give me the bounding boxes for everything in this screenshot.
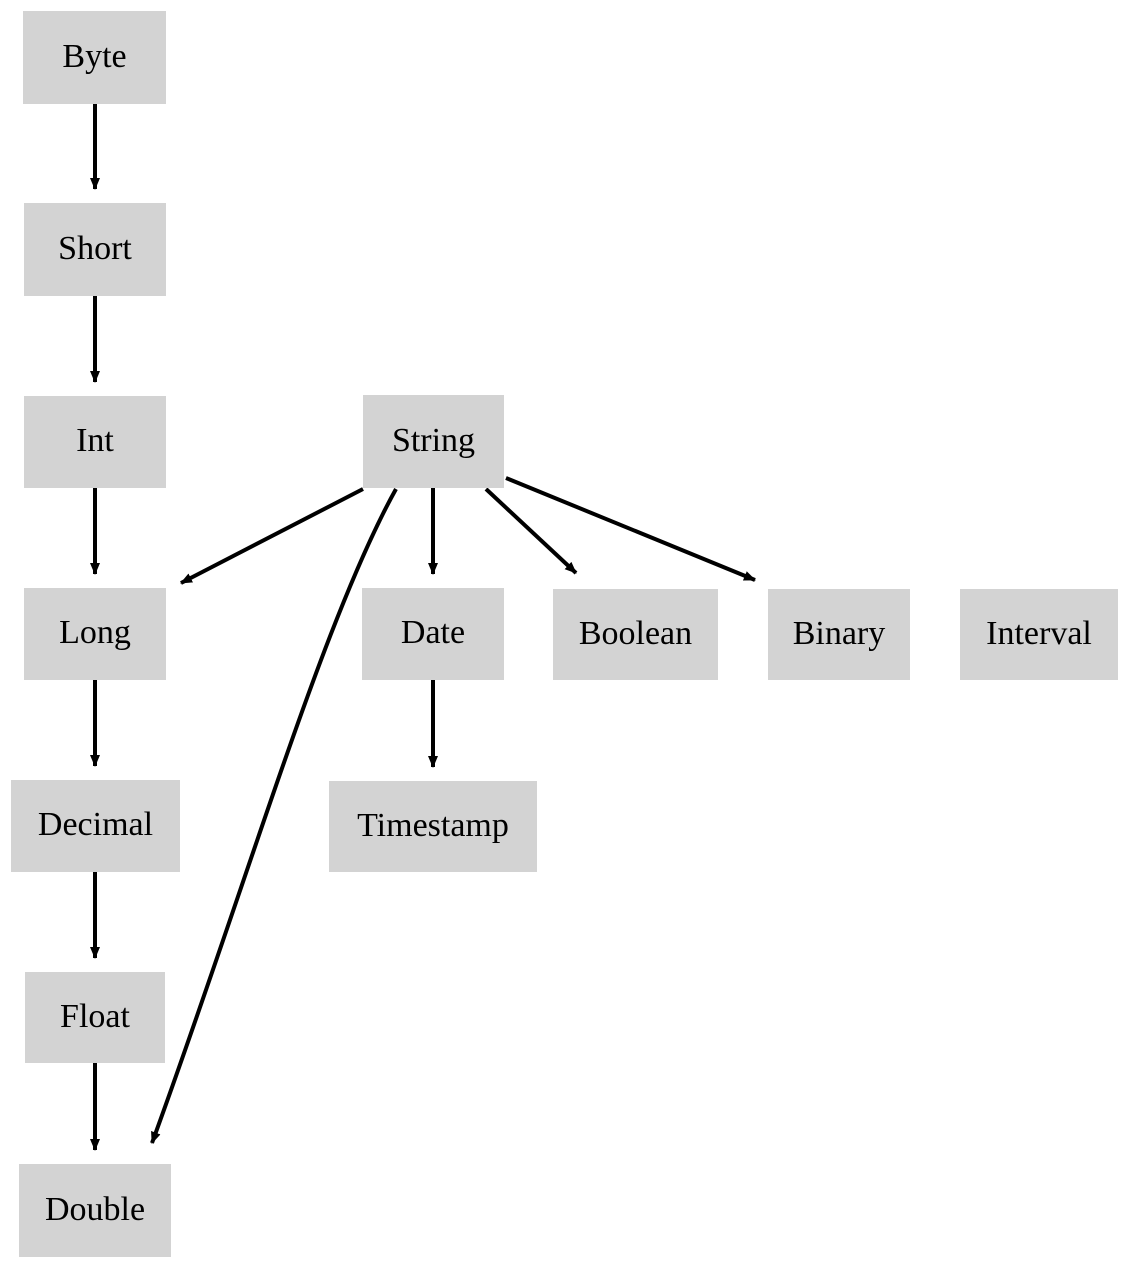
node-timestamp-label: Timestamp — [357, 806, 509, 844]
node-decimal[interactable]: Decimal — [11, 780, 180, 872]
edge-string-to-long — [180, 487, 364, 585]
node-long-label: Long — [59, 614, 131, 651]
node-timestamp[interactable]: Timestamp — [329, 781, 537, 872]
node-double[interactable]: Double — [19, 1164, 171, 1257]
node-byte-label: Byte — [62, 37, 127, 75]
node-string-label: String — [391, 421, 476, 459]
node-decimal-label: Decimal — [37, 806, 154, 843]
node-string[interactable]: String — [363, 395, 504, 488]
node-byte[interactable]: Byte — [23, 11, 166, 104]
node-interval[interactable]: Interval — [960, 589, 1118, 680]
node-long[interactable]: Long — [24, 588, 166, 680]
node-boolean-label: Boolean — [578, 614, 693, 652]
node-int-label: Int — [76, 422, 114, 459]
node-short[interactable]: Short — [24, 203, 166, 296]
edge-string-to-binary — [505, 476, 756, 582]
node-binary-label: Binary — [792, 614, 886, 652]
node-double-label: Double — [44, 1190, 146, 1228]
edge-string-to-boolean — [484, 487, 578, 575]
node-boolean[interactable]: Boolean — [553, 589, 718, 680]
node-date[interactable]: Date — [362, 588, 504, 680]
node-float[interactable]: Float — [25, 972, 165, 1063]
node-binary[interactable]: Binary — [768, 589, 910, 680]
node-interval-label: Interval — [986, 614, 1092, 652]
node-int[interactable]: Int — [24, 396, 166, 488]
node-short-label: Short — [58, 229, 132, 267]
node-date-label: Date — [400, 614, 466, 651]
node-float-label: Float — [60, 997, 130, 1035]
